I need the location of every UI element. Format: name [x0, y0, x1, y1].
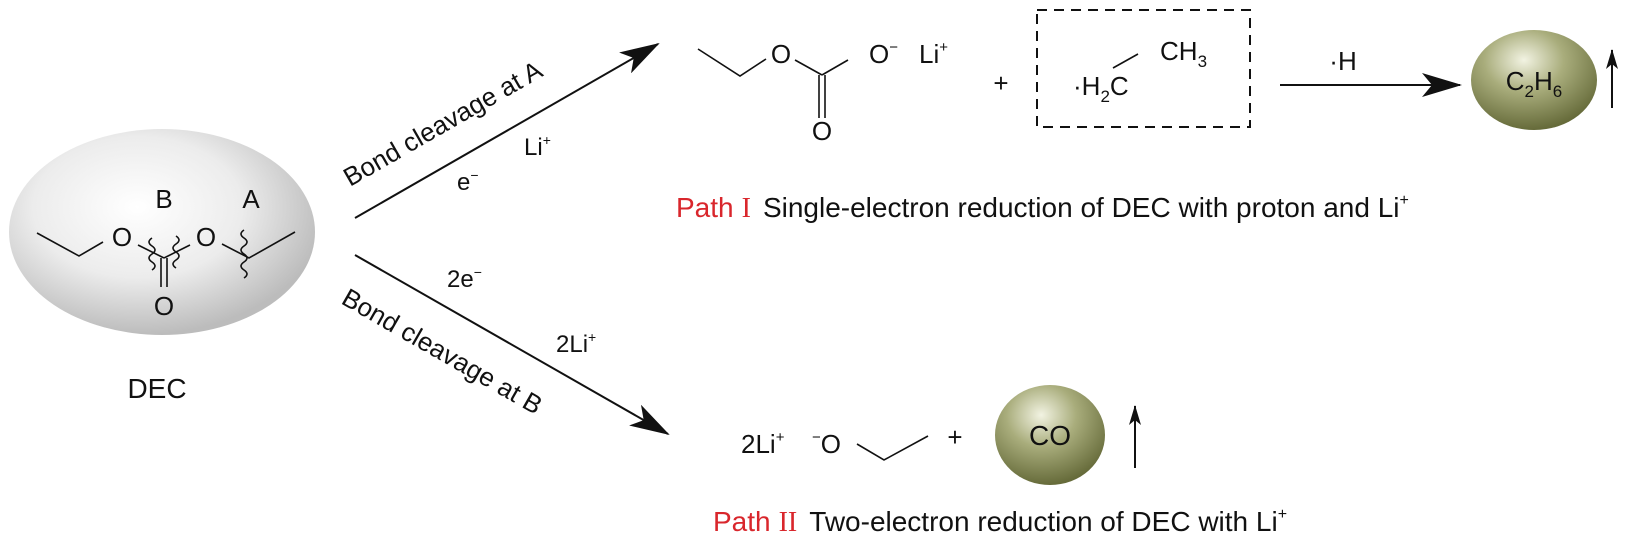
carbonate-o-anion: O−	[869, 39, 898, 69]
radical-h2c: ·H2C	[1073, 71, 1129, 106]
h-step-reagent: ·H	[1329, 46, 1356, 76]
carbonate-o-carbonyl: O	[812, 116, 832, 146]
co-gas-product: CO	[995, 385, 1141, 485]
path-1-arrow	[354, 43, 660, 219]
path-1-reagent-li: Li+	[524, 132, 551, 161]
ethoxide-counterion: 2Li+	[741, 429, 785, 459]
carbonate-counterion: Li+	[919, 39, 948, 69]
path-2-arrow-group: Bond cleavage at B 2e− 2Li+	[337, 254, 670, 435]
dec-molecule: O O O B A DEC	[9, 129, 315, 404]
path-2-reagent-li: 2Li+	[556, 329, 596, 358]
path-2-arrow	[354, 254, 670, 435]
reactant-bubble	[9, 129, 315, 335]
path-2-plus: +	[947, 422, 962, 452]
ethyl-carbonate-anion: O O− O Li+	[697, 39, 948, 146]
ethoxide-oxygen: −O	[812, 429, 841, 459]
path-1-arrow-group: Bond cleavage at A e− Li+	[338, 43, 660, 219]
co-formula: CO	[1029, 420, 1071, 451]
carbonate-o-ether: O	[771, 39, 791, 69]
bond-label-a: A	[242, 184, 260, 214]
ethane-bubble	[1471, 30, 1597, 130]
cleavage-mark-b-right	[172, 235, 180, 269]
dec-o-right: O	[196, 222, 216, 252]
reactant-name: DEC	[127, 373, 186, 404]
cleavage-mark-b-left	[148, 237, 156, 271]
radical-dashed-box	[1036, 9, 1251, 128]
ethyl-radical-box: CH3 ·H2C	[1036, 9, 1251, 128]
path-1-arrow-label: Bond cleavage at A	[338, 54, 548, 192]
dec-bonds	[36, 229, 296, 287]
bond-label-b: B	[155, 184, 172, 214]
dec-o-carbonyl: O	[154, 291, 174, 321]
cleavage-mark-a	[240, 229, 248, 279]
path-2-arrow-label: Bond cleavage at B	[337, 282, 548, 420]
ethane-formula: C2H6	[1506, 66, 1563, 101]
lithium-ethoxide: 2Li+ −O	[741, 429, 929, 461]
co-bubble	[995, 385, 1105, 485]
hydrogen-abstraction-step: ·H	[1280, 46, 1462, 97]
ethane-gas-product: C2H6	[1471, 30, 1618, 130]
path-2-reagent-electron: 2e−	[447, 264, 482, 293]
dec-o-left: O	[112, 222, 132, 252]
path-1-reagent-electron: e−	[457, 167, 479, 196]
radical-ch3: CH3	[1160, 36, 1207, 71]
path-1-plus: +	[993, 68, 1008, 98]
